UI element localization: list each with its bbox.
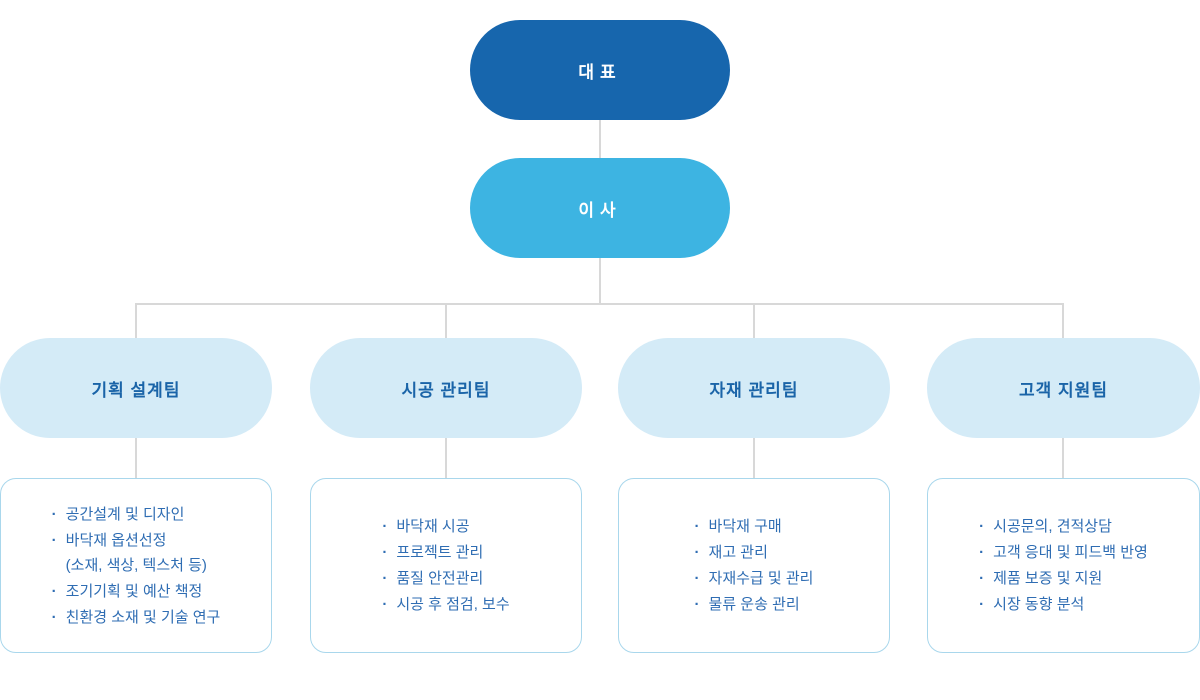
duty-item: · 시공 후 점검, 보수 (382, 593, 509, 616)
team-duties-list: · 바닥재 구매 · 재고 관리 · 자재수급 및 관리 · 물류 운송 관리 (695, 512, 814, 619)
duty-text: 프로젝트 관리 (396, 544, 484, 561)
bullet-dot-icon: · (979, 518, 985, 535)
bullet-dot-icon (52, 554, 66, 577)
node-team-construction-management: 시공 관리팀 (310, 338, 582, 438)
connector-team4-box (1062, 438, 1064, 478)
duty-item: · 친환경 소재 및 기술 연구 (52, 606, 221, 629)
team-label: 시공 관리팀 (401, 380, 491, 400)
connector-branch-horizontal (136, 303, 1064, 305)
duties-box-customer-support: · 시공문의, 견적상담 · 고객 응대 및 피드백 반영 · 제품 보증 및 지원 · 시장… (927, 478, 1200, 653)
node-director-label: 이사 (578, 200, 622, 220)
bullet-dot-icon: · (51, 505, 57, 523)
duty-text: (소재, 색상, 텍스처 등) (65, 556, 207, 574)
bullet-dot-icon: · (694, 518, 700, 535)
bullet-dot-icon: · (51, 582, 57, 600)
team-duties-list: · 시공문의, 견적상담 · 고객 응대 및 피드백 반영 · 제품 보증 및 지원 · 시장… (979, 512, 1148, 619)
duty-text: 바닥재 옵션선정 (65, 531, 167, 549)
duty-item: · 바닥재 옵션선정 (52, 529, 221, 552)
team-label: 고객 지원팀 (1019, 380, 1108, 400)
duty-text: 시공 후 점검, 보수 (396, 596, 510, 613)
node-team-material-management: 자재 관리팀 (618, 338, 890, 438)
connector-stub-team2 (445, 303, 447, 338)
duties-box-planning-design: · 공간설계 및 디자인 · 바닥재 옵션선정 (소재, 색상, 텍스처 등) · 조기기획… (0, 478, 272, 653)
team-label: 기획 설계팀 (91, 380, 181, 400)
duty-item: · 물류 운송 관리 (695, 593, 814, 616)
node-team-planning-design: 기획 설계팀 (0, 338, 272, 438)
bullet-dot-icon: · (694, 570, 700, 587)
duty-text: 품질 안전관리 (396, 570, 484, 587)
duty-item: · 프로젝트 관리 (382, 541, 509, 564)
duty-item: (소재, 색상, 텍스처 등) (52, 554, 221, 577)
duty-text: 조기기획 및 예산 책정 (65, 582, 203, 600)
bullet-dot-icon: · (979, 596, 985, 613)
team-label: 자재 관리팀 (709, 380, 799, 400)
connector-stub-team1 (135, 303, 137, 338)
connector-stub-team3 (753, 303, 755, 338)
duty-text: 공간설계 및 디자인 (65, 505, 185, 523)
duty-text: 자재수급 및 관리 (708, 570, 814, 587)
bullet-dot-icon: · (51, 531, 57, 549)
duty-item: · 공간설계 및 디자인 (52, 503, 221, 526)
node-director: 이사 (470, 158, 730, 258)
duty-text: 바닥재 구매 (708, 518, 782, 535)
duty-text: 물류 운송 관리 (708, 596, 800, 613)
duty-item: · 제품 보증 및 지원 (979, 567, 1148, 590)
connector-team2-box (445, 438, 447, 478)
bullet-dot-icon: · (979, 570, 985, 587)
bullet-dot-icon: · (694, 596, 700, 613)
duty-text: 시장 동향 분석 (993, 596, 1085, 613)
node-ceo: 대표 (470, 20, 730, 120)
node-team-customer-support: 고객 지원팀 (927, 338, 1200, 438)
duty-item: · 고객 응대 및 피드백 반영 (979, 541, 1148, 564)
duty-text: 시공문의, 견적상담 (993, 518, 1112, 535)
duty-item: · 재고 관리 (695, 541, 814, 564)
connector-director-branch (599, 258, 601, 304)
bullet-dot-icon: · (382, 596, 388, 613)
bullet-dot-icon: · (382, 570, 388, 587)
bullet-dot-icon: · (51, 608, 57, 626)
duty-text: 바닥재 시공 (396, 518, 470, 535)
duty-text: 재고 관리 (708, 544, 768, 561)
duties-box-material-management: · 바닥재 구매 · 재고 관리 · 자재수급 및 관리 · 물류 운송 관리 (618, 478, 890, 653)
bullet-dot-icon: · (979, 544, 985, 561)
duty-text: 친환경 소재 및 기술 연구 (65, 608, 221, 626)
duty-item: · 시공문의, 견적상담 (979, 515, 1148, 538)
duty-item: · 바닥재 시공 (382, 515, 509, 538)
node-ceo-label: 대표 (578, 62, 622, 82)
duty-item: · 시장 동향 분석 (979, 593, 1148, 616)
team-duties-list: · 공간설계 및 디자인 · 바닥재 옵션선정 (소재, 색상, 텍스처 등) · 조기기획… (52, 500, 221, 632)
duty-item: · 조기기획 및 예산 책정 (52, 580, 221, 603)
duty-item: · 바닥재 구매 (695, 515, 814, 538)
duty-text: 고객 응대 및 피드백 반영 (993, 544, 1148, 561)
bullet-dot-icon: · (382, 518, 388, 535)
connector-team3-box (753, 438, 755, 478)
team-duties-list: · 바닥재 시공 · 프로젝트 관리 · 품질 안전관리 · 시공 후 점검, 보수 (382, 512, 509, 619)
connector-ceo-director (599, 120, 601, 158)
duties-box-construction-management: · 바닥재 시공 · 프로젝트 관리 · 품질 안전관리 · 시공 후 점검, 보수 (310, 478, 582, 653)
connector-stub-team4 (1062, 303, 1064, 338)
bullet-dot-icon: · (694, 544, 700, 561)
duty-text: 제품 보증 및 지원 (993, 570, 1103, 587)
connector-team1-box (135, 438, 137, 478)
duty-item: · 품질 안전관리 (382, 567, 509, 590)
duty-item: · 자재수급 및 관리 (695, 567, 814, 590)
bullet-dot-icon: · (382, 544, 388, 561)
